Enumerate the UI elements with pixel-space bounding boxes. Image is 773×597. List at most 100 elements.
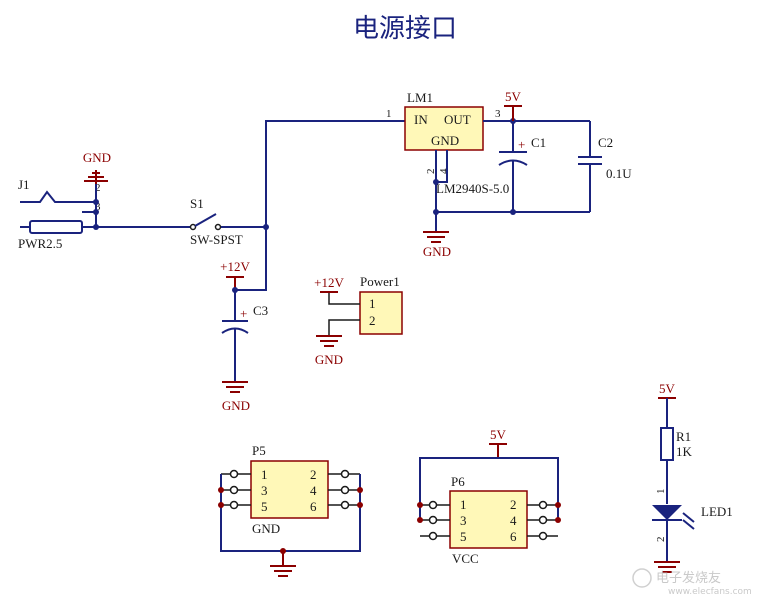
lm1-pin4-wire [436,150,448,183]
p5-gnd-loop-wire [220,474,361,552]
s1-part: SW-SPST [190,232,243,247]
watermark-text: 电子发烧友 [656,570,721,586]
power-5v-label: 5V [505,89,522,104]
p6-body [449,490,528,549]
p6-pin-ring [538,531,548,541]
vin-to-c3-wire [235,227,267,291]
s1-lever [194,213,217,227]
lm1-in-label: IN [414,112,428,127]
p5-pin-ring [340,469,350,479]
lm1-pin1: 1 [386,108,392,120]
power-5v-symbol: 5V [489,427,507,458]
gnd-symbol-c3: GND [222,381,250,413]
p5-pin-ring [229,469,239,479]
junction-dot [417,502,423,508]
power1-pin2: 2 [369,313,376,328]
junction-dot [433,179,439,185]
c1-polarity: + [518,137,525,152]
p5-pin-label: 1 [261,467,268,482]
j1-pin2: 2 [95,182,101,194]
c1-ref: C1 [531,135,546,150]
p6-pin-ring [428,515,438,525]
r1-value: 1K [676,444,693,459]
watermark: 电子发烧友 www.elecfans.com [632,568,752,597]
p5-net-label: GND [252,521,280,536]
s1-ref: S1 [190,196,204,211]
lm1-pin3: 3 [495,108,501,120]
watermark-logo-icon [632,568,652,588]
gnd-symbol-lm1: GND [423,231,451,259]
led1-pin2: 2 [655,537,667,543]
gnd-label: GND [83,150,111,165]
p5-ref: P5 [252,443,266,458]
lm1-gnd-label: GND [431,133,459,148]
led1-diode [652,505,682,520]
p6-pin-label: 6 [510,529,517,544]
power-5v-symbol: 5V [658,381,676,399]
lm1-regulator: LM1 IN OUT GND 1 3 2 4 LM2940S-5.0 [386,90,509,196]
p6-pin-ring [428,531,438,541]
p6-pin-label: 4 [510,513,517,528]
power1-body [359,291,403,335]
power-5v-label: 5V [659,381,676,396]
power1-pin2-wire [328,319,360,336]
led1-emission-arrow [682,519,695,530]
s1-contact [189,223,197,231]
junction-dot [93,209,99,215]
junction-dot [218,487,224,493]
junction-dot [218,502,224,508]
junction-dot [93,224,99,230]
power-12v-label: +12V [314,275,344,290]
lm1-ref: LM1 [407,90,433,105]
junction-dot [357,502,363,508]
power1-ref: Power1 [360,274,400,289]
p6-pin-ring [538,500,548,510]
j1-power-jack: J1 PWR2.5 2 3 [18,177,101,251]
gnd-label: GND [423,244,451,259]
r1-led1-branch: 5V R1 1K 1 LED1 2 [652,381,733,573]
power-12v-symbol: +12V [314,275,344,293]
p5-pin-label: 5 [261,499,268,514]
s1-contact [214,223,222,231]
p6-pin-ring [538,515,548,525]
r1-resistor [660,427,674,461]
watermark-url: www.elecfans.com [668,587,752,597]
vin-rail-wire [265,120,405,227]
junction-dot [555,517,561,523]
p6-vcc-loop-wire [419,457,559,520]
s1-switch: S1 SW-SPST [189,196,243,247]
j1-part: PWR2.5 [18,236,62,251]
p6-pin-ring [428,500,438,510]
j1-pin3: 3 [95,201,101,213]
c1-capacitor: + C1 [498,121,546,212]
power1-header: Power1 1 2 +12V GND [314,274,403,367]
lm1-pin2: 2 [425,169,437,175]
p5-pin-ring [340,485,350,495]
p5-pin-label: 6 [310,499,317,514]
gnd-label: GND [222,398,250,413]
j1-ref: J1 [18,177,30,192]
gnd-label: GND [315,352,343,367]
lm1-part: LM2940S-5.0 [436,181,509,196]
c2-capacitor: C2 0.1U [578,121,632,212]
c2-value: 0.1U [606,166,632,181]
p5-pin-ring [229,485,239,495]
junction-dot [93,199,99,205]
diagram-title: 电源接口 [353,14,457,44]
p5-header: P5 1 2 3 4 5 6 GND [218,443,363,577]
j1-barrel [29,220,83,234]
p5-pin-label: 3 [261,483,268,498]
led1-pin1: 1 [655,489,667,495]
power-5v-symbol: 5V [504,89,522,121]
p5-pin-label: 2 [310,467,317,482]
c2-ref: C2 [598,135,613,150]
p6-header: 5V P6 1 2 3 4 5 6 VCC [417,427,561,566]
lm1-pin4: 4 [438,168,450,174]
p5-pin-ring [229,500,239,510]
p5-pin-label: 4 [310,483,317,498]
r1-ref: R1 [676,429,691,444]
power1-pin1: 1 [369,296,376,311]
led1-ref: LED1 [701,504,733,519]
power-12v-label: +12V [220,259,250,274]
p6-pin-label: 5 [460,529,467,544]
